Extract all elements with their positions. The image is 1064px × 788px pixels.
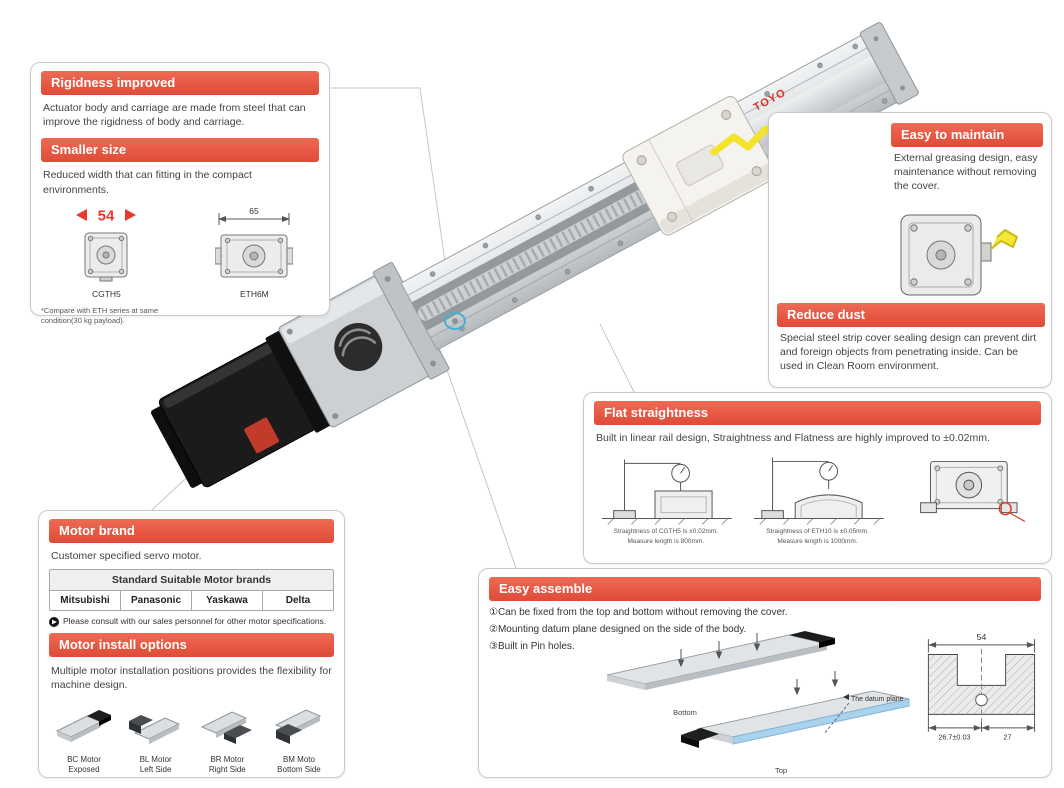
straightness-gauge-drawing-2: [753, 457, 884, 525]
motor-brand-note: Please consult with our sales personnel …: [49, 616, 334, 628]
motor-install-body: Multiple motor installation positions pr…: [51, 665, 332, 692]
assemble-item-1: ①Can be fixed from the top and bottom wi…: [489, 607, 788, 618]
eth6m-label: ETH6M: [239, 288, 269, 299]
motor-install-title: Motor install options: [49, 633, 334, 658]
section-right-dim: 27: [1004, 732, 1012, 741]
grease-access-drawing: [900, 214, 1018, 296]
brand-cell: Delta: [285, 595, 311, 607]
datum-plane-label: The datum plane: [851, 696, 904, 703]
grease-fitting: [452, 318, 458, 324]
brand-cell: Mitsubishi: [50, 591, 121, 611]
section-width-dim: 54: [977, 632, 987, 642]
smaller-size-title: Smaller size: [41, 138, 319, 163]
dust-title: Reduce dust: [777, 303, 1045, 327]
top-label: Top: [775, 766, 787, 775]
maintain-dust-callout: Easy to maintain External greasing desig…: [768, 112, 1052, 388]
flat-straightness-callout: Flat straightness Built in linear rail d…: [583, 392, 1052, 564]
motor-brand-callout: Motor brand Customer specified servo mot…: [38, 510, 345, 778]
note-icon: [49, 617, 59, 628]
assemble-item-3: ③Built in Pin holes.: [489, 641, 575, 652]
bc-motor-icon: [55, 709, 111, 742]
flat-caption-1: Straightness of CGTH5 is ±0.02mm. Measur…: [613, 528, 719, 545]
pin-hole: [975, 693, 988, 707]
svg-text:65: 65: [250, 206, 260, 216]
motor-brand-title: Motor brand: [49, 519, 334, 543]
straightness-gauge-drawing-1: [601, 459, 732, 525]
easy-assemble-callout: Easy assemble ①Can be fixed from the top…: [478, 568, 1052, 778]
cgth5-front-view: [84, 232, 128, 282]
flat-body: Built in linear rail design, Straightnes…: [596, 432, 990, 444]
bl-motor-icon: [128, 714, 180, 744]
compare-footnote: *Compare with ETH series at same conditi…: [41, 305, 159, 325]
screw-arrows-down: [677, 633, 761, 668]
rail-end-cap: [859, 22, 919, 105]
eth6m-diagram: 65 ETH6M: [190, 205, 319, 299]
flat-title: Flat straightness: [594, 401, 1041, 425]
motor-brand-body: Customer specified servo motor.: [51, 550, 202, 562]
motor-flange: [265, 330, 332, 433]
assemble-title: Easy assemble: [489, 577, 1041, 601]
motor-brand-table: Standard Suitable Motor brands Mitsubish…: [49, 569, 334, 612]
maintain-body: External greasing design, easy maintenan…: [894, 152, 1038, 193]
cgth5-diagram: 54 CGTH5: [53, 205, 160, 299]
bm-motor-icon: [274, 708, 322, 744]
smaller-size-body: Reduced width that can fitting in the co…: [43, 169, 252, 196]
assemble-item-2: ②Mounting datum plane designed on the si…: [489, 624, 747, 635]
br-motor-icon: [201, 710, 253, 744]
grease-gun-icon: [990, 229, 1018, 250]
maintain-title: Easy to maintain: [891, 123, 1043, 147]
screw-arrows-down-2: [793, 671, 839, 696]
motor-label: [244, 417, 279, 454]
rigidness-body: Actuator body and carriage are made from…: [43, 102, 306, 129]
cross-section-drawing: [920, 461, 1026, 523]
motor-end-cap: [150, 404, 205, 488]
brand-cell: Yaskawa: [192, 591, 263, 611]
grease-point-highlight: [998, 502, 1013, 516]
flat-caption-2: Straightness of ETH10 is ±0.05mm. Measur…: [766, 528, 869, 545]
rigidness-title: Rigidness improved: [41, 71, 319, 95]
svg-text:54: 54: [98, 207, 115, 224]
rigidness-smaller-callout: Rigidness improved Actuator body and car…: [30, 62, 330, 325]
assemble-section-drawing: 54 26.7±0.03 27: [927, 632, 1036, 741]
eth6m-width-dimension: 65: [218, 206, 291, 225]
cgth5-label: CGTH5: [91, 288, 121, 299]
dust-body: Special steel strip cover sealing design…: [780, 332, 1037, 373]
assemble-rails-drawing: Bottom The datum plane Top: [606, 631, 910, 775]
motor-brand-table-header: Standard Suitable Motor brands: [50, 570, 333, 592]
grease-highlight: [710, 125, 770, 156]
eth6m-front-view: [214, 234, 294, 278]
bottom-label: Bottom: [673, 708, 697, 717]
section-left-dim: 26.7±0.03: [938, 732, 970, 741]
cgth5-width-dimension: 54: [76, 207, 137, 224]
brand-cell: Panasonic: [121, 591, 192, 611]
grease-fitting-circle: [444, 312, 466, 330]
